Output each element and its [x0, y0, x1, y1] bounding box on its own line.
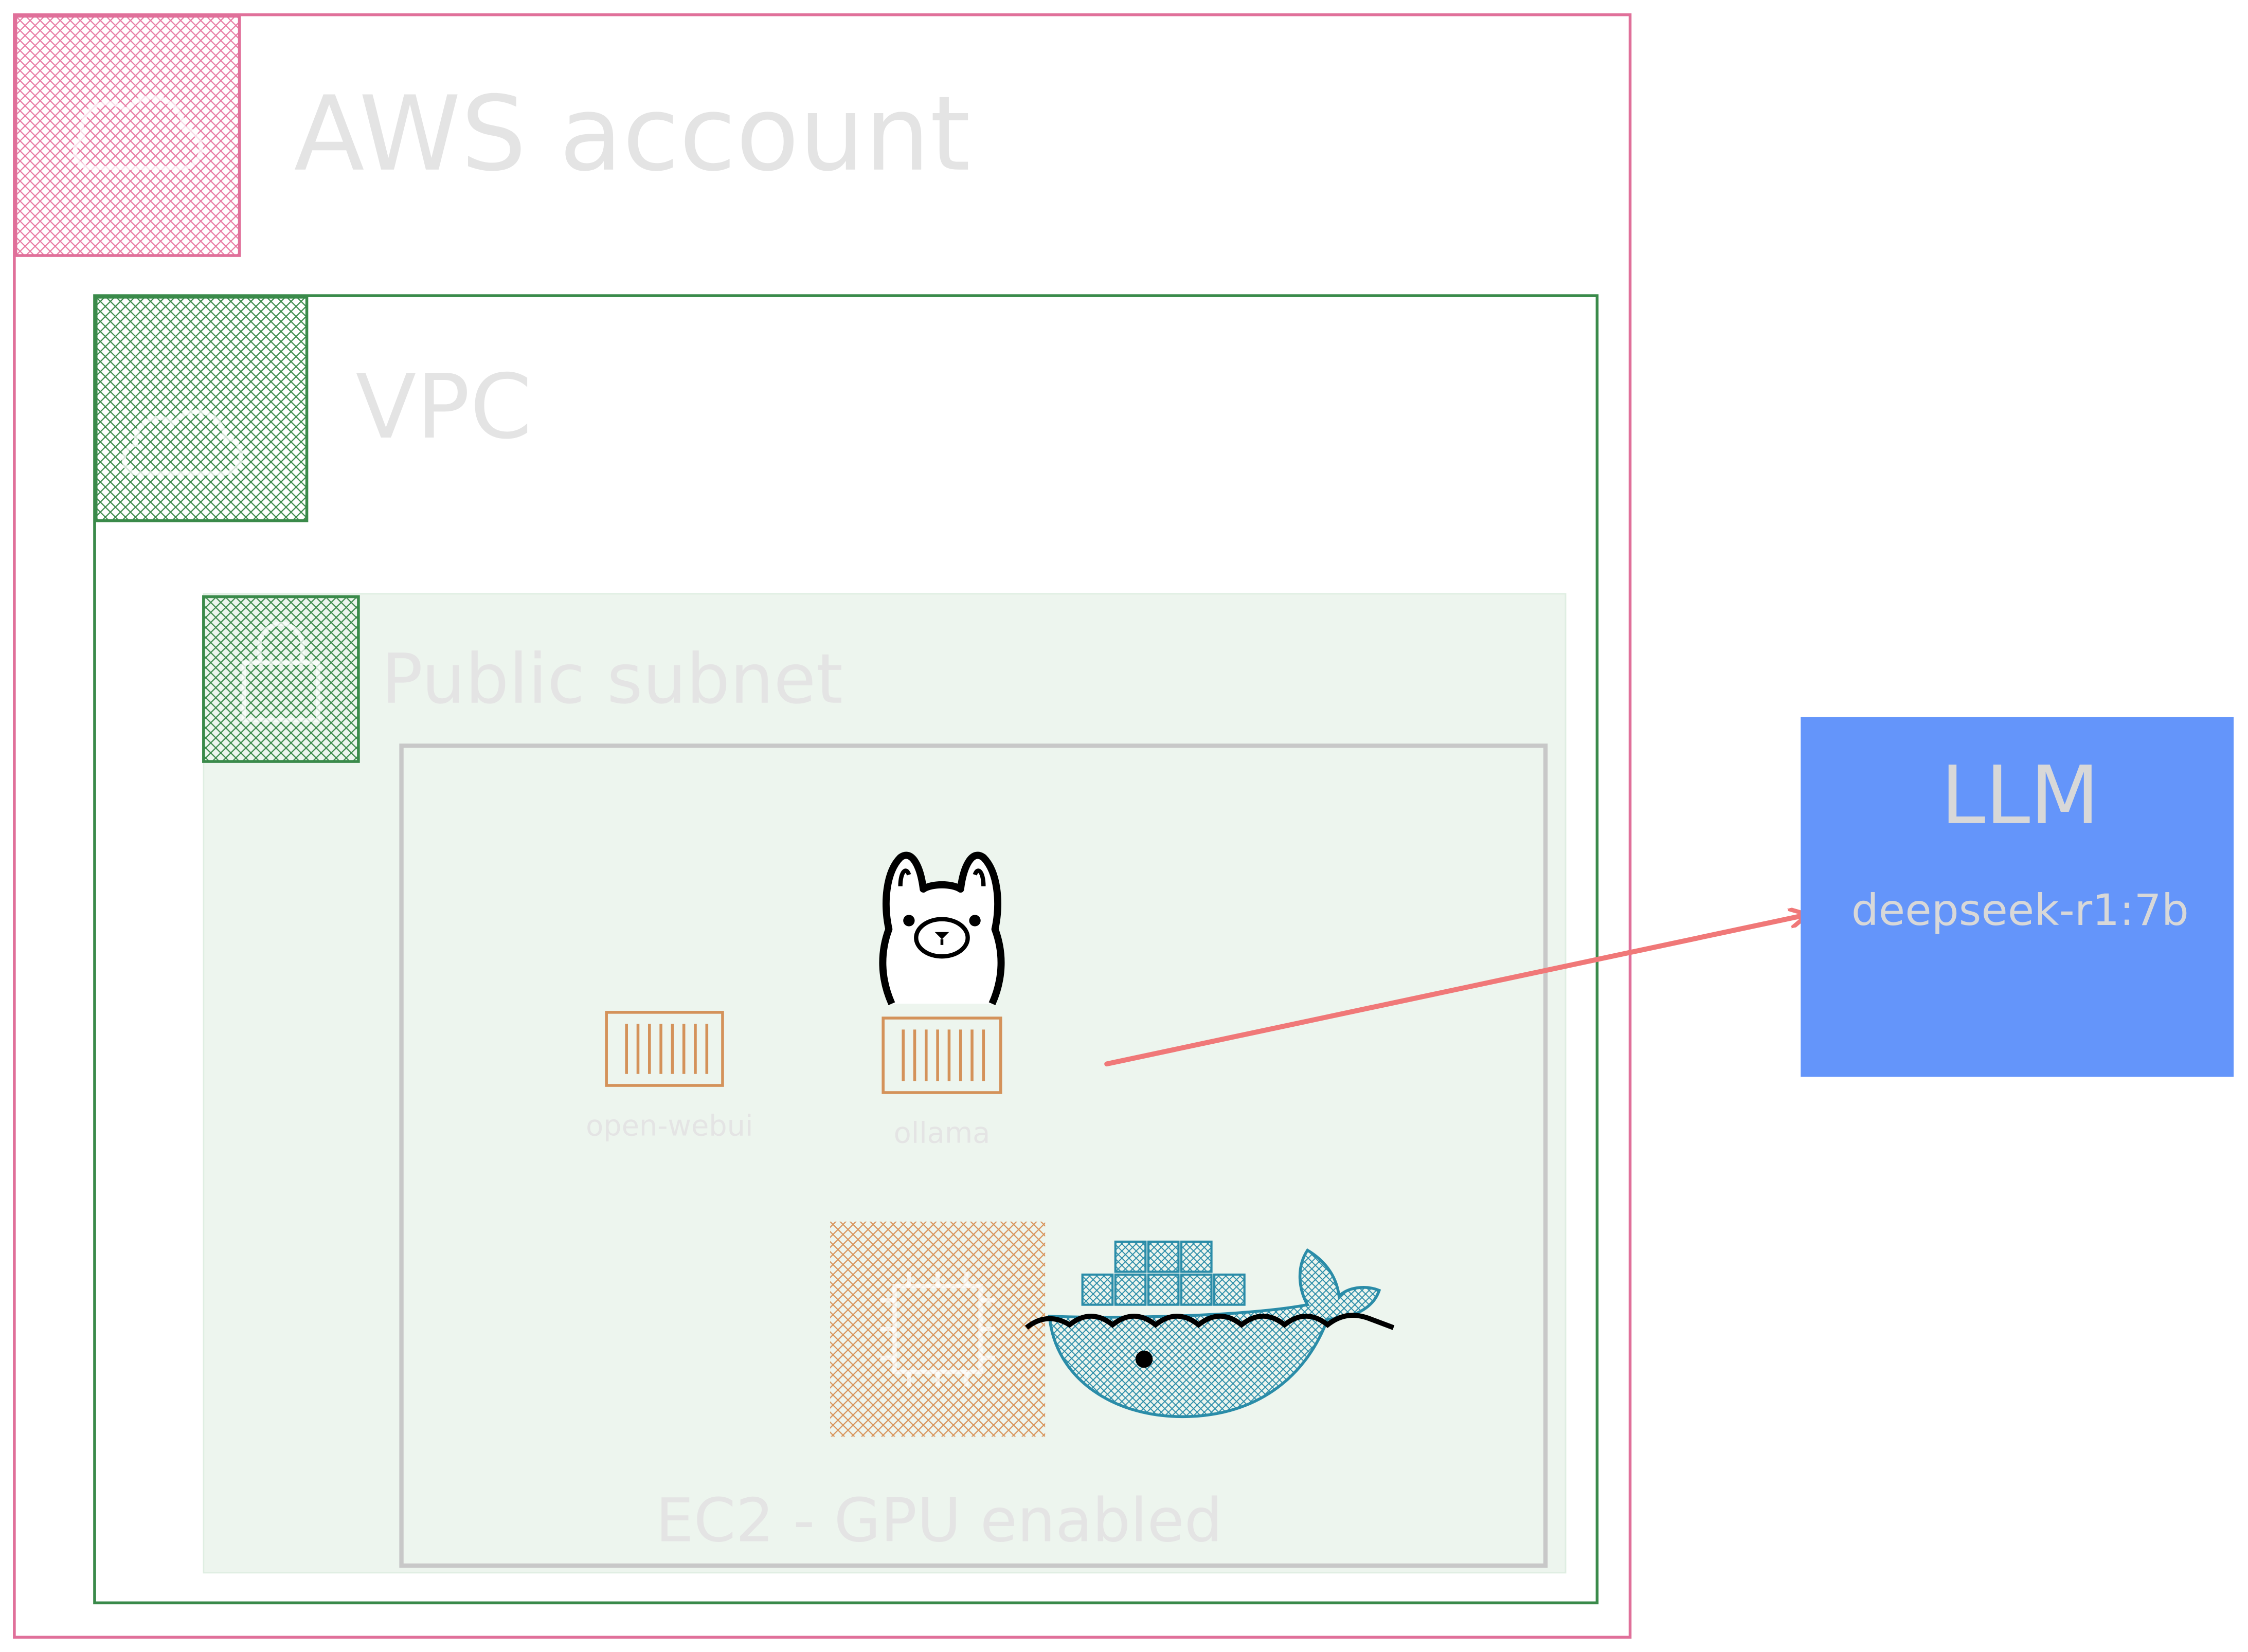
llm-model: deepseek-r1:7b — [1851, 885, 2189, 935]
aws-account-label: AWS account — [294, 75, 970, 194]
ec2-label: EC2 - GPU enabled — [656, 1485, 1222, 1556]
ollama-llama-icon — [879, 851, 1005, 1005]
aws-account-icon — [14, 14, 241, 257]
public-subnet-label: Public subnet — [382, 639, 843, 719]
aws-account-border — [13, 13, 1632, 1639]
container-icon — [605, 1011, 724, 1087]
aws-account-group: AWS account — [13, 13, 1632, 1639]
vpc-label: VPC — [355, 355, 532, 459]
llm-title: LLM — [1940, 749, 2099, 842]
llm-box: LLM deepseek-r1:7b — [1801, 717, 2234, 1077]
vpc-icon — [94, 296, 309, 522]
vpc-border — [93, 294, 1599, 1605]
ec2-instance-border — [399, 743, 1548, 1568]
open-webui-container: open-webui — [586, 1011, 753, 1143]
connection-arrow — [1104, 915, 1806, 1067]
subnet-icon — [202, 595, 360, 763]
ollama-label: ollama — [894, 1117, 991, 1150]
ollama-container: ollama — [879, 851, 1005, 1150]
container-icon — [882, 1016, 1002, 1094]
open-webui-label: open-webui — [586, 1110, 753, 1143]
docker-whale-icon — [1024, 1240, 1395, 1419]
ec2-instance-group: EC2 - GPU enabled — [399, 743, 1548, 1568]
ec2-chip-icon — [830, 1221, 1046, 1437]
vpc-group: VPC — [93, 294, 1599, 1605]
